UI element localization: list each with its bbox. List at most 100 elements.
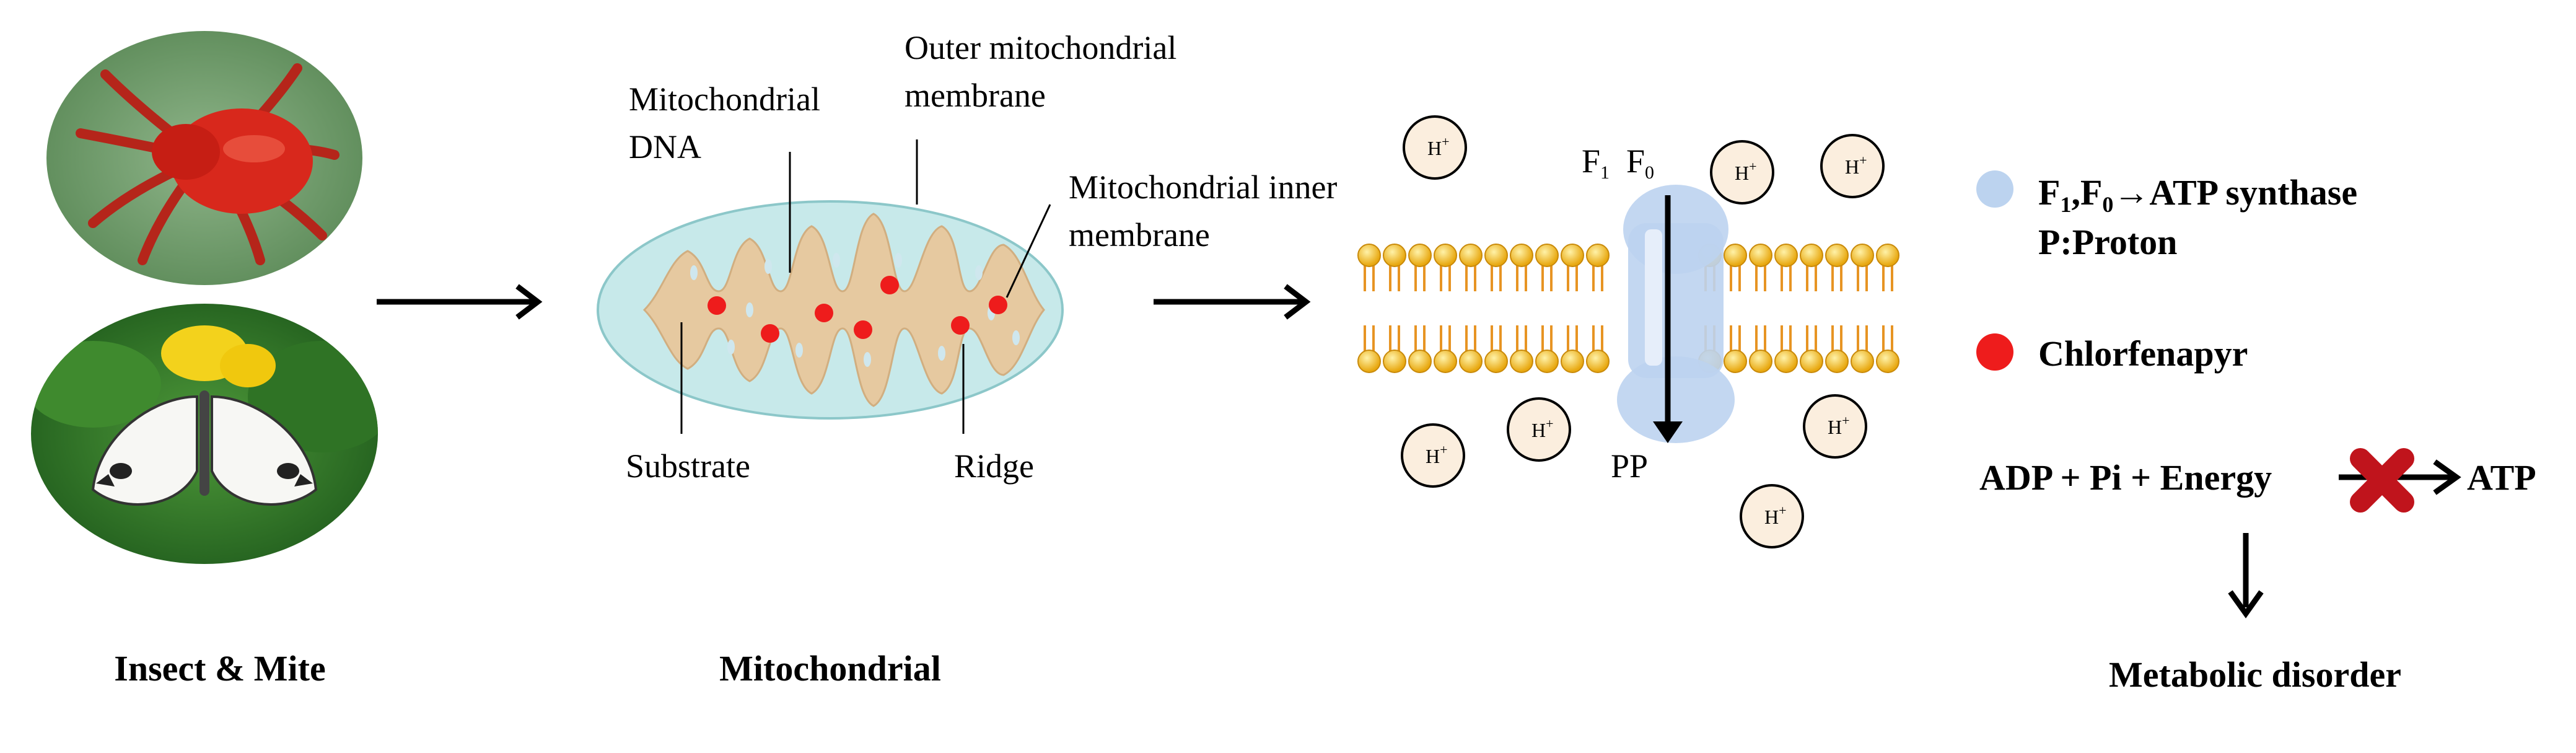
lipid-tail: [1882, 265, 1893, 352]
lipid-head: [1459, 350, 1483, 373]
label-ridge: Ridge: [954, 447, 1034, 485]
atp-synthase: [1617, 185, 1735, 443]
proton-label: H+: [1531, 416, 1554, 441]
chlorfenapyr-dot: [880, 276, 899, 294]
lipid-tail: [1567, 265, 1578, 352]
legend-synthase-swatch: [1976, 170, 2013, 208]
lipid-tail: [1806, 265, 1817, 352]
label-f0: F0: [1626, 143, 1654, 183]
proton-label: H+: [1764, 503, 1787, 528]
lipid-head: [1434, 244, 1457, 267]
lipid-tail: [1781, 265, 1792, 352]
chlorfenapyr-dot: [761, 324, 779, 343]
label-leader-lines: [680, 139, 1051, 434]
lipid-tail: [1516, 265, 1527, 352]
proton-label: H+: [1828, 413, 1850, 438]
lipid-tail: [1491, 265, 1502, 352]
lipid-head: [1876, 350, 1899, 373]
lipid-tail: [1755, 265, 1766, 352]
lipid-head: [1800, 244, 1823, 267]
lipid-head: [1484, 244, 1508, 267]
proton-label: H+: [1426, 442, 1448, 467]
label-outer-membrane-line2: membrane: [905, 77, 1046, 114]
chlorfenapyr-dot: [854, 320, 872, 339]
legend: F1,F0→ATP synthase P:Proton Chlorfenapyr: [1976, 170, 2357, 374]
lipid-tail: [1389, 265, 1400, 352]
atp-reaction: ADP + Pi + Energy ATP Metabolic disorder: [1979, 448, 2536, 695]
mitochondrion: [597, 139, 1064, 434]
lipid-head: [1876, 244, 1899, 267]
label-pp: PP: [1611, 447, 1648, 485]
lipid-head: [1774, 244, 1798, 267]
lipid-head: [1408, 350, 1432, 373]
chlorfenapyr-dot: [708, 296, 726, 315]
chlorfenapyr-dot: [951, 316, 970, 335]
lipid-tail: [1541, 265, 1553, 352]
label-mitochondrial-dna-line1: Mitochondrial: [629, 81, 820, 118]
lipid-tail: [1364, 265, 1375, 352]
flow-arrow-2: [1154, 284, 1311, 320]
reaction-reactants: ADP + Pi + Energy: [1979, 457, 2272, 498]
butterfly-photo: [31, 304, 378, 564]
lipid-head: [1825, 244, 1849, 267]
down-arrow: [2228, 533, 2264, 619]
proton-h-plus: H+: [1507, 397, 1571, 462]
label-outer-membrane-line1: Outer mitochondrial: [905, 29, 1176, 66]
lipid-tail: [1440, 265, 1451, 352]
lipid-head: [1724, 350, 1747, 373]
label-mitochondrial-dna-line2: DNA: [629, 128, 701, 165]
legend-proton-label: P:Proton: [2038, 222, 2177, 262]
protons: H+ H+ H+ H+ H+ H+ H+: [1401, 115, 1885, 548]
lipid-head: [1749, 350, 1772, 373]
chlorfenapyr-dot: [815, 304, 833, 322]
lipid-head: [1484, 350, 1508, 373]
lipid-head: [1535, 350, 1559, 373]
lipid-head: [1383, 244, 1406, 267]
lipid-head: [1535, 244, 1559, 267]
caption-mitochondrial: Mitochondrial: [719, 648, 941, 689]
lipid-head: [1383, 350, 1406, 373]
lipid-bilayer: [1357, 244, 1899, 373]
lipid-head: [1851, 350, 1874, 373]
lipid-tail: [1730, 265, 1741, 352]
lipid-head: [1825, 350, 1849, 373]
proton-h-plus: H+: [1740, 484, 1804, 548]
proton-h-plus: H+: [1820, 134, 1885, 198]
proton-label: H+: [1845, 152, 1867, 178]
proton-h-plus: H+: [1710, 140, 1774, 205]
label-inner-membrane-line1: Mitochondrial inner: [1069, 169, 1337, 206]
label-substrate: Substrate: [626, 447, 750, 485]
flow-arrow-1: [377, 284, 543, 320]
mite-photo: [46, 31, 362, 285]
lipid-tail: [1592, 265, 1603, 352]
lipid-head: [1459, 244, 1483, 267]
chlorfenapyr-dots: [708, 276, 1007, 343]
proton-label: H+: [1427, 134, 1450, 159]
legend-chlorfenapyr-swatch: [1976, 333, 2013, 371]
lipid-head: [1561, 244, 1584, 267]
lipid-head: [1357, 244, 1381, 267]
proton-h-plus: H+: [1803, 394, 1867, 459]
lipid-head: [1434, 350, 1457, 373]
reaction-product: ATP: [2467, 457, 2536, 498]
caption-insect-mite: Insect & Mite: [114, 648, 325, 689]
proton-h-plus: H+: [1403, 115, 1467, 180]
chlorfenapyr-dot: [989, 296, 1007, 314]
lipid-head: [1800, 350, 1823, 373]
legend-chlorfenapyr-label: Chlorfenapyr: [2038, 333, 2248, 374]
matrix-granules: [690, 253, 1020, 367]
lipid-head: [1851, 244, 1874, 267]
lipid-head: [1408, 244, 1432, 267]
lipid-head: [1510, 350, 1533, 373]
lipid-tail: [1465, 265, 1476, 352]
lipid-head: [1724, 244, 1747, 267]
lipid-head: [1586, 244, 1610, 267]
caption-metabolic-disorder: Metabolic disorder: [2109, 654, 2401, 695]
proton-h-plus: H+: [1401, 423, 1465, 488]
label-inner-membrane-line2: membrane: [1069, 216, 1210, 253]
lipid-head: [1749, 244, 1772, 267]
lipid-tail: [1857, 265, 1868, 352]
lipid-tail: [1831, 265, 1842, 352]
label-f1: F1: [1582, 143, 1610, 183]
